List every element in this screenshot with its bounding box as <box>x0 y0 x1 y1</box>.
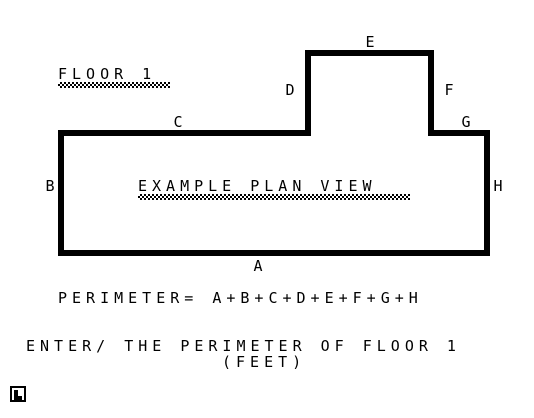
wall-label-c: C <box>173 113 183 131</box>
floor-title-underline <box>58 82 170 88</box>
wall-label-g: G <box>461 113 471 131</box>
perimeter-prompt-units: (FEET) <box>222 353 307 371</box>
wall-label-f: F <box>444 81 454 99</box>
plan-caption-underline <box>138 194 410 200</box>
input-cursor-icon[interactable] <box>10 386 26 402</box>
perimeter-prompt: ENTER/ THE PERIMETER OF FLOOR 1 <box>26 337 461 355</box>
perimeter-formula: PERIMETER= A+B+C+D+E+F+G+H <box>58 289 423 307</box>
wall-label-a: A <box>253 257 263 275</box>
floor-title: FLOOR 1 <box>58 65 157 83</box>
wall-label-e: E <box>365 33 375 51</box>
plan-caption: EXAMPLE PLAN VIEW <box>138 177 377 195</box>
wall-label-b: B <box>45 177 55 195</box>
floor-plan-walls <box>58 50 490 256</box>
cursor-glyph-stem <box>14 390 18 398</box>
wall-label-h: H <box>493 177 503 195</box>
wall-label-d: D <box>285 81 295 99</box>
cursor-glyph-foot <box>14 396 22 400</box>
